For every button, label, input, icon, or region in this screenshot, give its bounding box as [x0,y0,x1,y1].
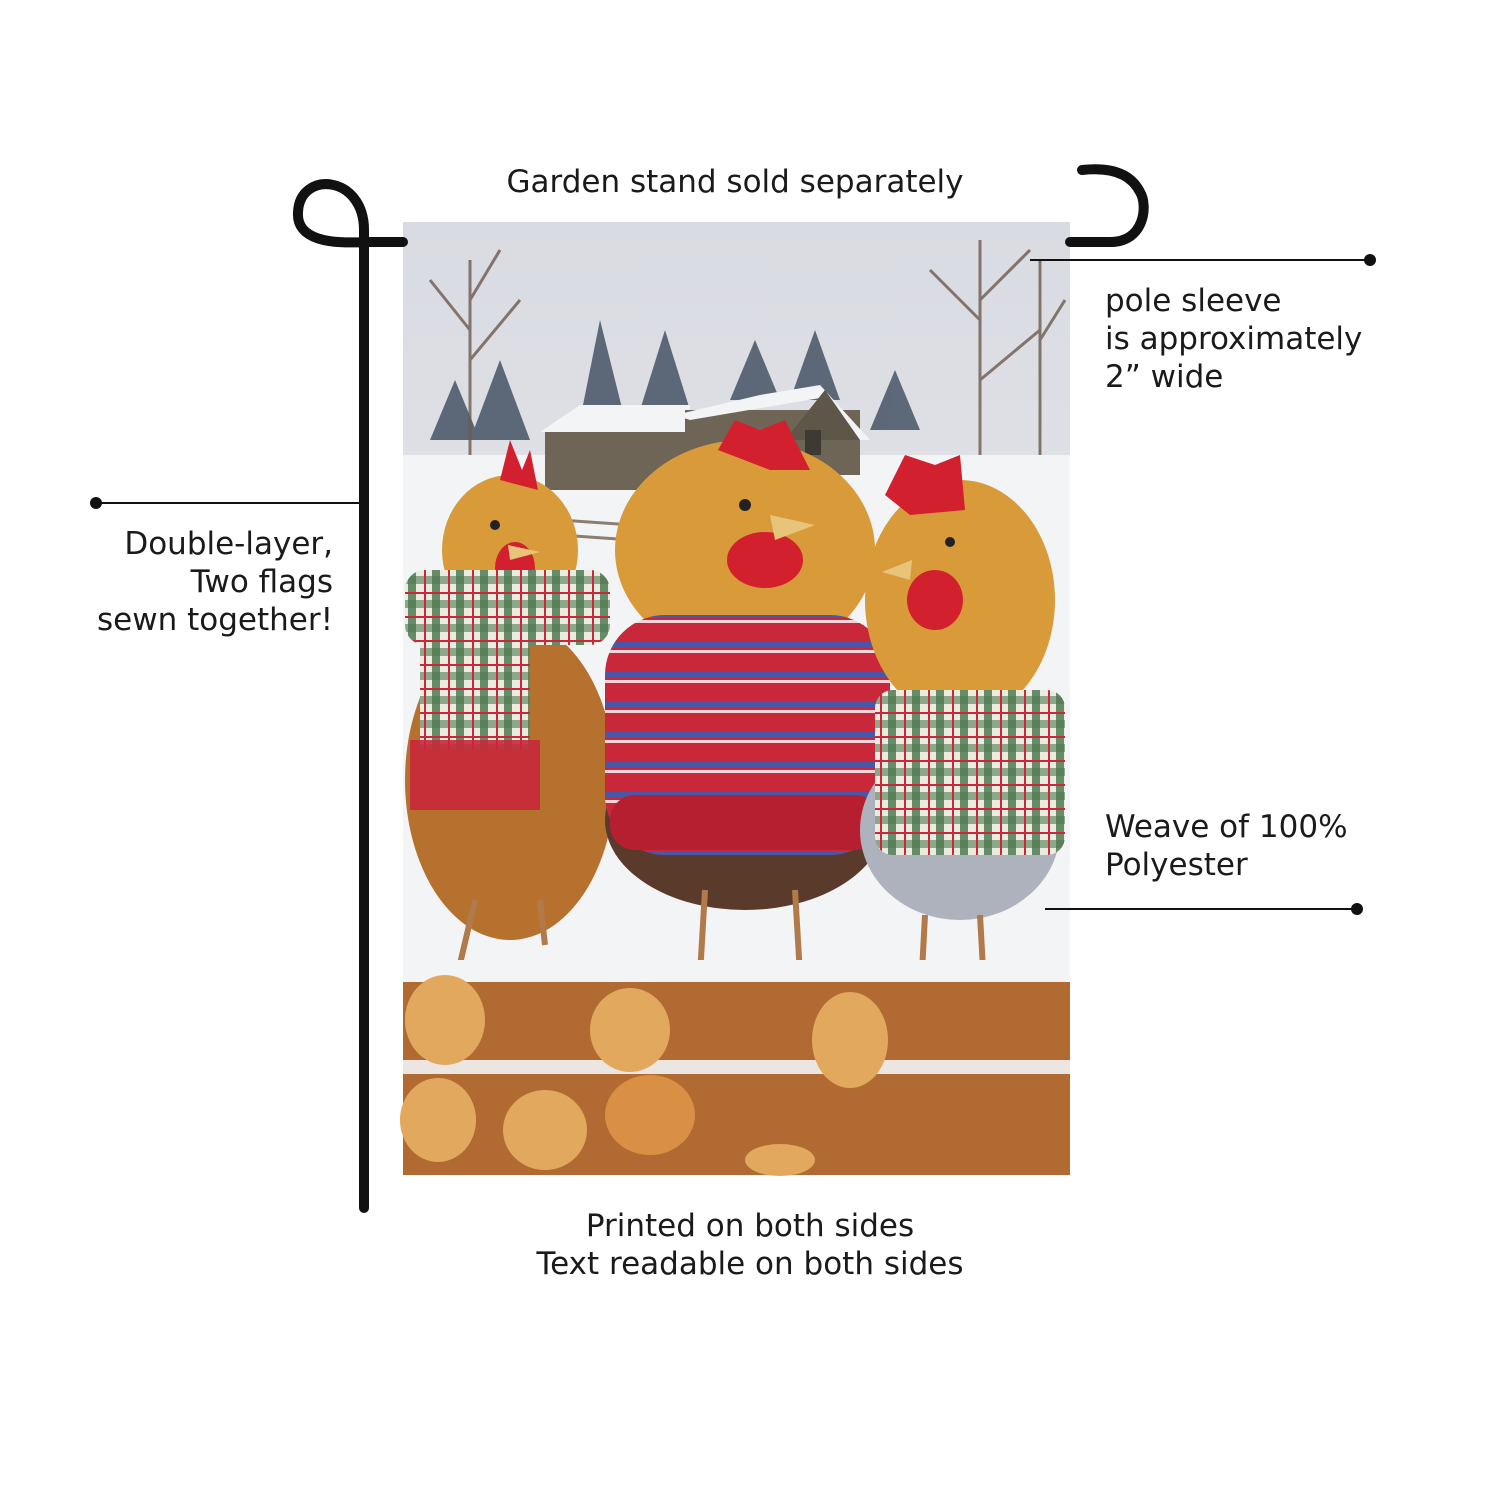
callout-material: Weave of 100% Polyester [1105,809,1348,883]
chicken-left [405,440,615,986]
chicken-center [605,420,890,976]
chicken-right [860,455,1065,1011]
callout-stand-sold-separately: Garden stand sold separately [506,164,964,200]
leader-line-material [1045,908,1357,910]
leader-dot-material [1351,903,1363,915]
leader-line-layers [96,502,360,504]
callout-printing: Printed on both sides Text readable on b… [536,1208,964,1282]
leader-line-sleeve [1030,259,1370,261]
log-pile [400,960,1070,1176]
flag-panel [400,222,1070,1176]
garden-stand [293,164,1149,1213]
leader-dot-layers [90,497,102,509]
callout-pole-sleeve: pole sleeve is approximately 2” wide [1105,283,1363,395]
leader-dot-sleeve [1364,254,1376,266]
callout-double-layer: Double-layer, Two flags sewn together! [97,526,333,638]
